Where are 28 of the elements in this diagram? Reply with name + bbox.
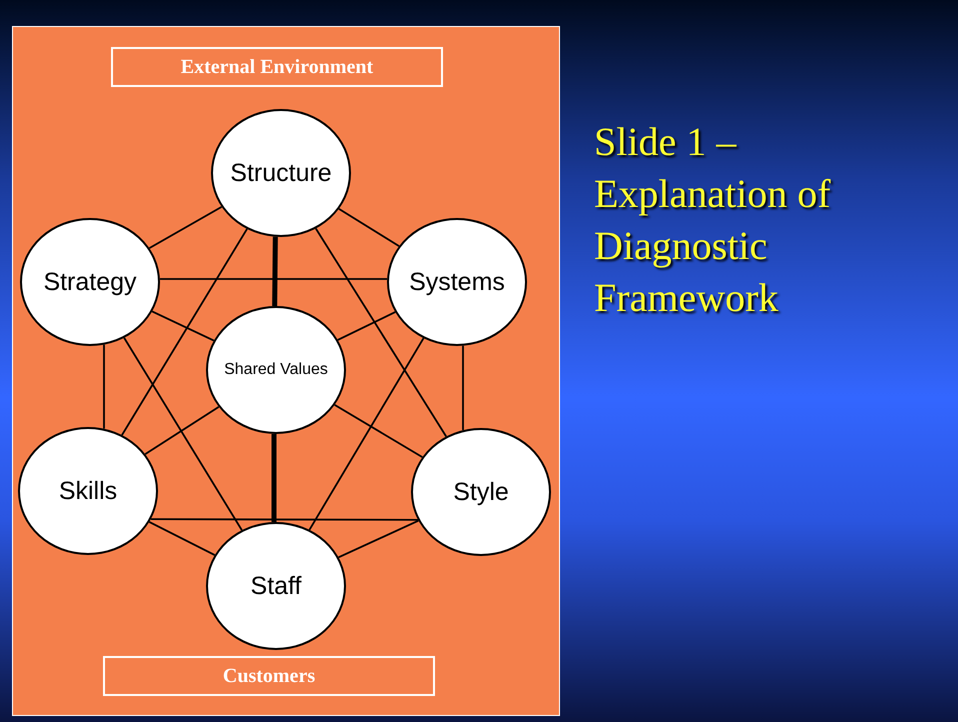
connector-line: [150, 518, 418, 521]
connector-line: [338, 208, 400, 247]
connector-line: [103, 344, 105, 429]
connector-line: [272, 434, 276, 522]
element-label: Strategy: [43, 268, 137, 296]
connector-line: [160, 278, 388, 280]
element-label: Skills: [58, 476, 118, 506]
connector-line: [148, 521, 216, 556]
connector-line: [308, 338, 424, 530]
connector-line: [315, 228, 447, 437]
connector-line: [152, 310, 214, 342]
element-label: Style: [453, 478, 509, 506]
element-label: Staff: [250, 572, 302, 600]
connector-line: [334, 404, 423, 458]
connector-line: [144, 406, 220, 455]
element-label: Shared Values: [224, 361, 328, 379]
element-label: Systems: [409, 268, 505, 296]
connector-line: [123, 337, 243, 531]
connector-line: [337, 311, 396, 341]
connector-line: [148, 206, 222, 249]
connector-line: [462, 346, 464, 430]
slide-title: Slide 1 – Explanation of Diagnostic Framework: [594, 118, 832, 322]
connector-line: [121, 228, 248, 436]
label-box: Customers: [103, 656, 435, 696]
element-label: Structure: [230, 158, 332, 188]
connector-line: [272, 236, 278, 306]
label-box: External Environment: [111, 47, 443, 87]
connector-line: [338, 520, 419, 558]
